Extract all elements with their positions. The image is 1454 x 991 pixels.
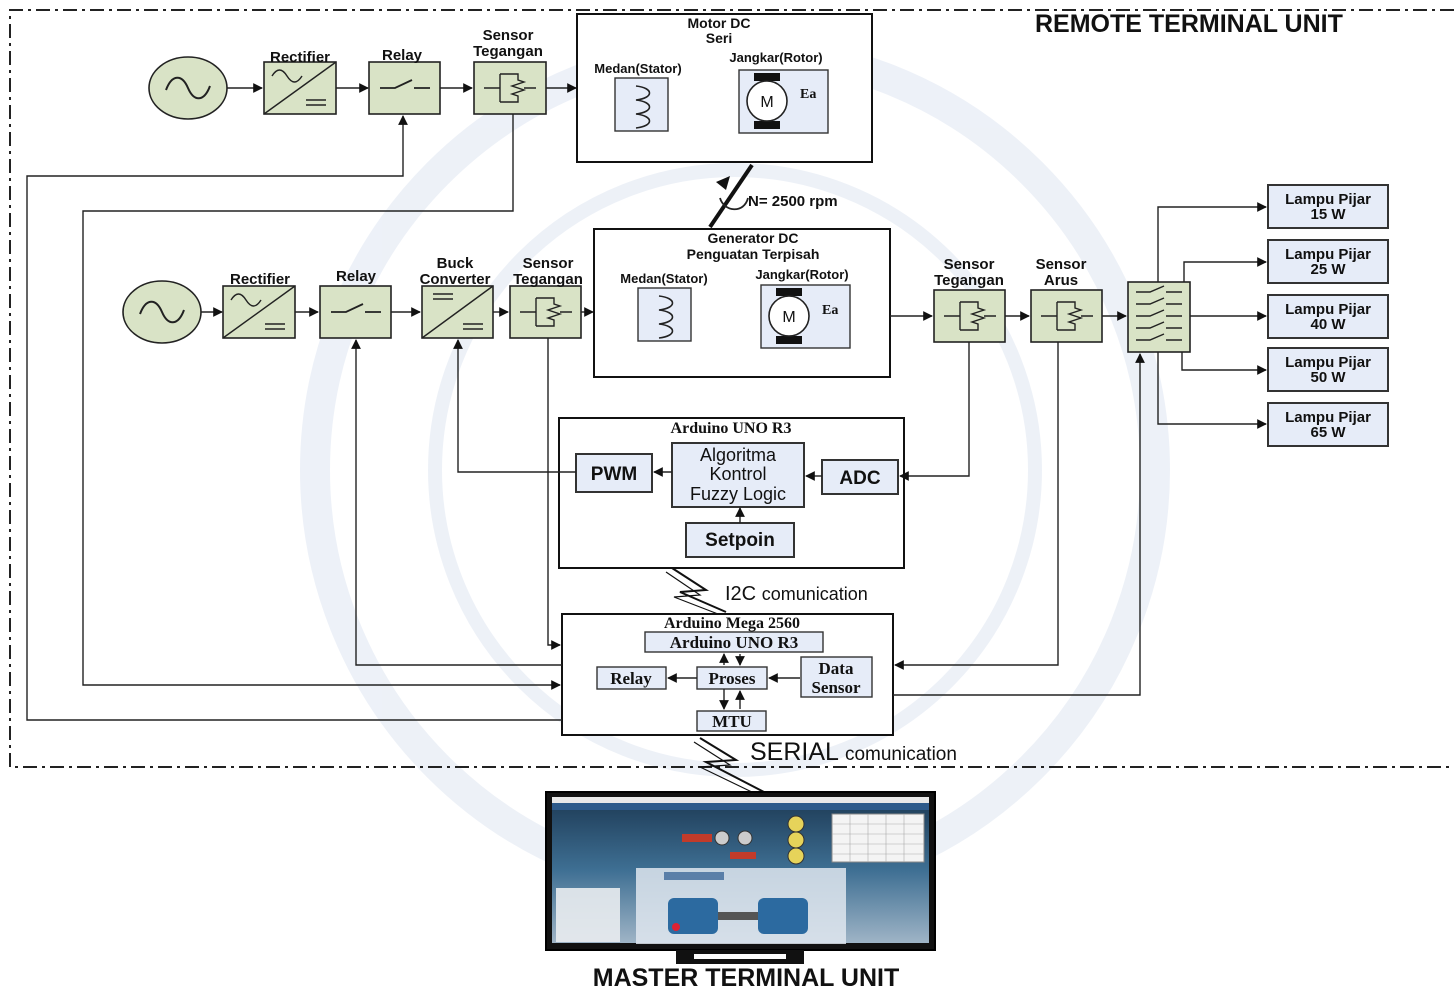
svg-text:M: M — [782, 309, 795, 326]
top-voltage-sensor-label-2: Tegangan — [473, 43, 543, 60]
svg-text:65 W: 65 W — [1310, 424, 1346, 441]
svg-text:Proses: Proses — [709, 669, 756, 688]
fuzzy-algorithm-block: Algoritma Kontrol Fuzzy Logic — [671, 442, 805, 508]
svg-text:Lampu Pijar: Lampu Pijar — [1285, 301, 1371, 318]
current-sensor-label-1: Sensor — [1036, 256, 1087, 273]
arduino-uno-title: Arduino UNO R3 — [671, 420, 792, 437]
svg-text:Relay: Relay — [610, 669, 652, 688]
svg-text:40 W: 40 W — [1310, 316, 1346, 333]
svg-text:15 W: 15 W — [1310, 206, 1346, 223]
svg-text:Ea: Ea — [822, 303, 838, 318]
generator-armature-icon: M Ea — [760, 284, 851, 349]
svg-text:Lampu Pijar: Lampu Pijar — [1285, 409, 1371, 426]
svg-text:ADC: ADC — [839, 468, 880, 489]
svg-text:Data: Data — [819, 659, 854, 678]
load-voltage-sensor-block — [933, 289, 1006, 343]
mega-uno-block: Arduino UNO R3 — [644, 631, 824, 653]
lamp-65w: Lampu Pijar 65 W — [1267, 402, 1389, 447]
generator-field-coil-icon — [637, 287, 692, 342]
top-rectifier-block — [263, 61, 337, 115]
svg-text:Fuzzy Logic: Fuzzy Logic — [690, 484, 786, 504]
mega-internal-arrows — [667, 653, 800, 710]
generator-rotor-label: Jangkar(Rotor) — [755, 267, 848, 282]
svg-text:Kontrol: Kontrol — [709, 464, 766, 484]
svg-text:MTU: MTU — [712, 712, 752, 731]
mid-voltage-sensor-label-1: Sensor — [523, 255, 574, 272]
svg-text:PWM: PWM — [591, 464, 637, 485]
mtu-monitor-stand — [676, 950, 804, 964]
adc-block: ADC — [821, 459, 899, 495]
motor-title-2: Seri — [706, 30, 732, 46]
shaft-coupling — [708, 163, 754, 229]
generator-title-2: Penguatan Terpisah — [687, 246, 820, 262]
svg-text:Lampu Pijar: Lampu Pijar — [1285, 354, 1371, 371]
load-relay-bank — [1127, 281, 1191, 353]
top-voltage-sensor-label-1: Sensor — [483, 27, 534, 44]
i2c-label: I2C comunication — [725, 583, 868, 605]
speed-label: N= 2500 rpm — [748, 193, 838, 210]
lamp-wiring — [1157, 202, 1267, 429]
current-sensor-block — [1030, 289, 1103, 343]
top-ac-source — [148, 56, 228, 120]
top-rectifier-label: Rectifier — [270, 49, 330, 66]
lamp-25w: Lampu Pijar 25 W — [1267, 239, 1389, 284]
svg-text:50 W: 50 W — [1310, 369, 1346, 386]
buck-converter-block — [421, 285, 494, 339]
pwm-block: PWM — [575, 453, 653, 493]
load-voltage-sensor-label-1: Sensor — [944, 256, 995, 273]
svg-text:Algoritma: Algoritma — [700, 445, 777, 465]
i2c-link-icon — [665, 567, 727, 615]
arduino-mega-title: Arduino Mega 2560 — [664, 615, 800, 632]
motor-armature-icon: M Ea — [738, 69, 829, 134]
motor-title-1: Motor DC — [688, 15, 751, 31]
serial-link-icon — [693, 737, 765, 795]
lamp-15w: Lampu Pijar 15 W — [1267, 184, 1389, 229]
svg-text:Lampu Pijar: Lampu Pijar — [1285, 246, 1371, 263]
top-relay-label: Relay — [382, 47, 423, 64]
current-sensor-label-2: Arus — [1044, 272, 1078, 289]
serial-label: SERIAL comunication — [750, 738, 957, 766]
mid-rectifier-label: Rectifier — [230, 271, 290, 288]
lamp-40w: Lampu Pijar 40 W — [1267, 294, 1389, 339]
top-voltage-sensor-block — [473, 61, 547, 115]
mega-mtu-block: MTU — [696, 710, 767, 732]
mid-voltage-sensor-block — [509, 285, 582, 339]
generator-stator-label: Medan(Stator) — [620, 271, 707, 286]
mtu-title: MASTER TERMINAL UNIT — [593, 964, 899, 991]
mid-voltage-sensor-label-2: Tegangan — [513, 271, 583, 288]
mid-relay-label: Relay — [336, 268, 377, 285]
load-voltage-sensor-label-2: Tegangan — [934, 272, 1004, 289]
svg-text:Arduino UNO R3: Arduino UNO R3 — [670, 633, 798, 652]
svg-text:M: M — [760, 94, 773, 111]
motor-stator-label: Medan(Stator) — [594, 61, 681, 76]
mega-data-sensor-block: Data Sensor — [800, 656, 873, 698]
generator-title-1: Generator DC — [707, 230, 798, 246]
lamp-50w: Lampu Pijar 50 W — [1267, 347, 1389, 392]
buck-label-1: Buck — [437, 255, 474, 272]
top-relay-block — [368, 61, 441, 115]
mid-ac-source — [122, 280, 202, 344]
svg-text:Ea: Ea — [800, 87, 816, 102]
mid-rectifier-block — [222, 285, 296, 339]
buck-label-2: Converter — [420, 271, 491, 288]
svg-text:Lampu Pijar: Lampu Pijar — [1285, 191, 1371, 208]
mtu-monitor-screen — [545, 791, 936, 951]
rtu-title: REMOTE TERMINAL UNIT — [1035, 10, 1343, 38]
rtu-boundary — [9, 9, 1454, 768]
svg-text:25 W: 25 W — [1310, 261, 1346, 278]
mega-relay-block: Relay — [596, 666, 667, 690]
mid-relay-block — [319, 285, 392, 339]
mega-process-block: Proses — [696, 666, 768, 690]
control-wiring — [26, 114, 1145, 721]
motor-rotor-label: Jangkar(Rotor) — [729, 50, 822, 65]
svg-text:Sensor: Sensor — [811, 678, 861, 697]
motor-field-coil-icon — [614, 77, 669, 132]
setpoin-block: Setpoin — [685, 522, 795, 558]
svg-text:Setpoin: Setpoin — [705, 530, 775, 551]
